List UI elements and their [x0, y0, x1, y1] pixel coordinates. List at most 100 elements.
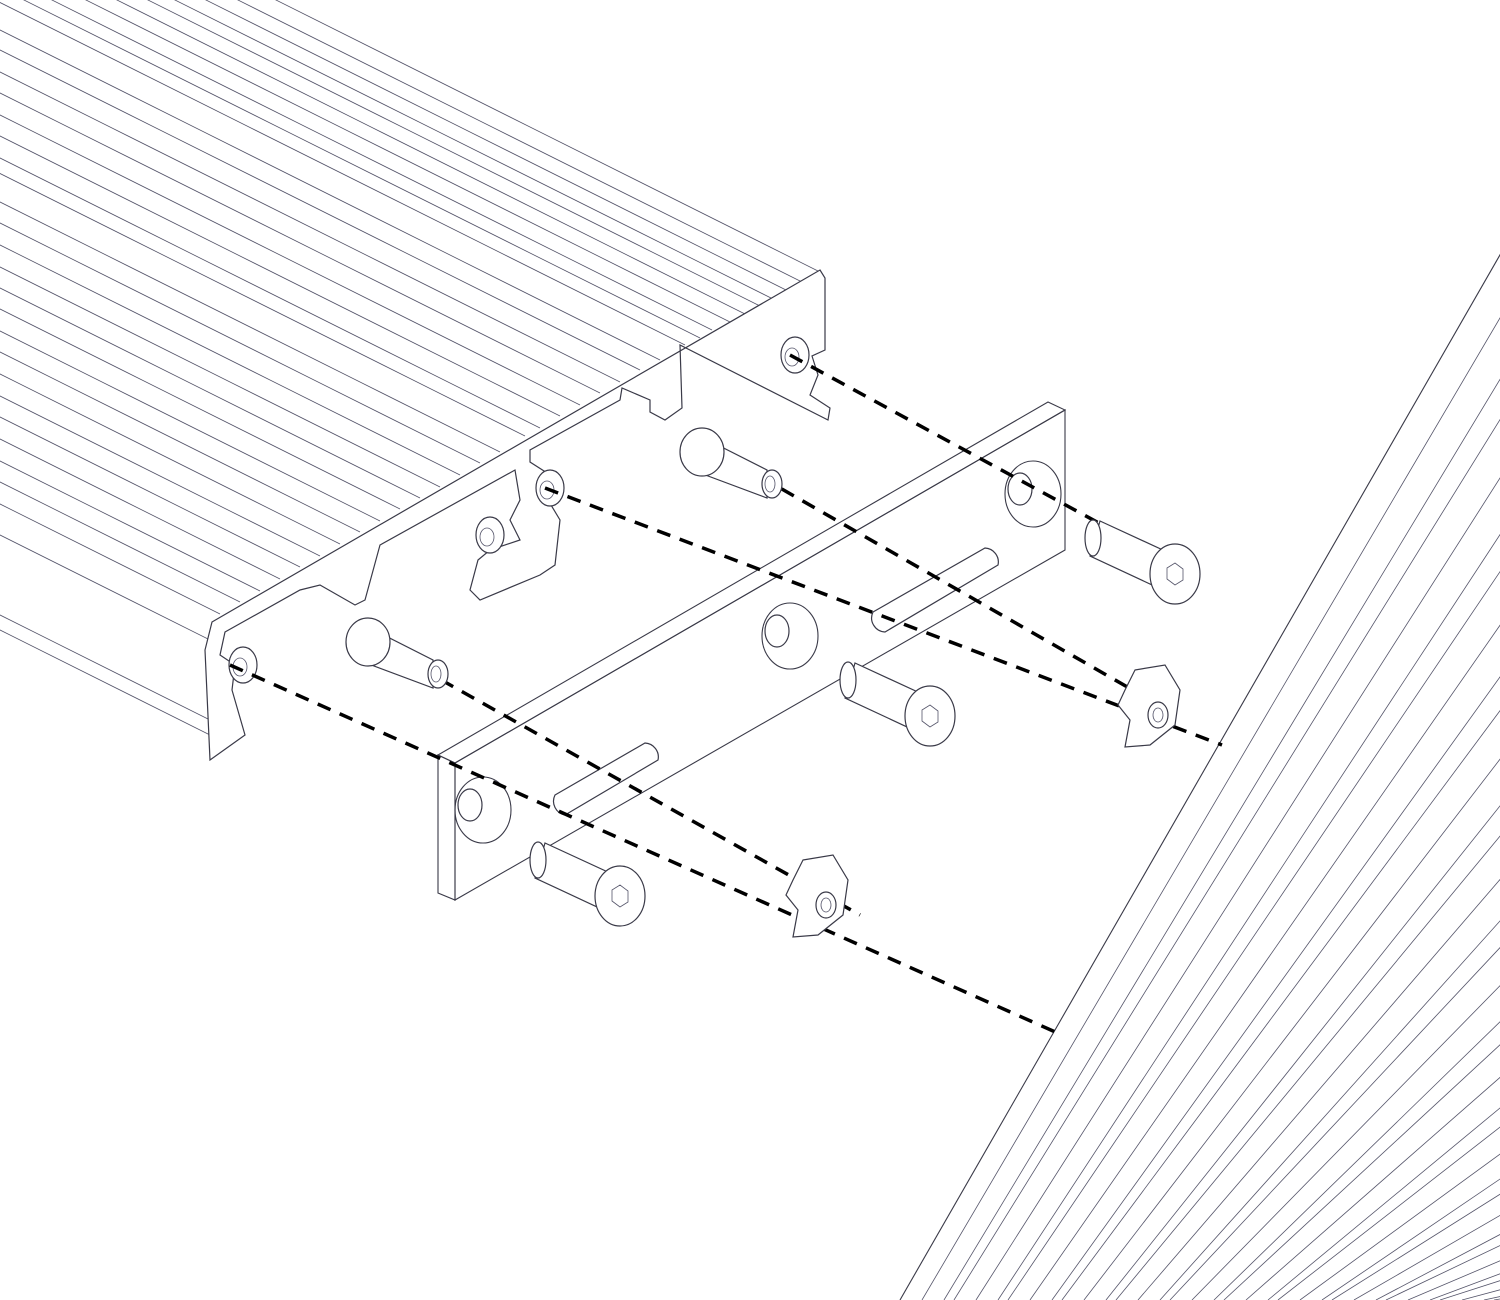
- profile-groove-line: [1461, 1289, 1500, 1300]
- spacer-sleeve: [345, 617, 449, 689]
- profile-groove-line: [1493, 1298, 1500, 1300]
- guide-line: [739, 463, 1151, 702]
- profile-end-face: [204, 269, 831, 762]
- profile-groove-line: [1429, 1273, 1500, 1300]
- profile-groove-line: [1267, 1107, 1500, 1300]
- profile-groove-line: [1051, 676, 1500, 1300]
- spacer-bore: [430, 665, 442, 683]
- nut-body: [1117, 664, 1181, 748]
- screw-tip: [529, 841, 547, 879]
- profile-groove-line: [1007, 570, 1500, 1300]
- screw-head: [904, 685, 956, 747]
- profile-groove-line: [0, 438, 281, 580]
- profile-groove-line: [1223, 1044, 1500, 1300]
- profile-groove-line: [0, 49, 641, 371]
- profile-groove-line: [1169, 947, 1500, 1300]
- profile-groove-line: [1191, 985, 1500, 1300]
- profile-groove-line: [0, 157, 541, 429]
- profile-groove-line: [85, 0, 731, 323]
- profile-groove-line: [1299, 1153, 1500, 1300]
- spacer-sleeve: [679, 427, 783, 499]
- left-decking-profile: [0, 0, 831, 762]
- hex-socket-icon: [1166, 562, 1184, 586]
- profile-screw-channel-inner: [784, 347, 800, 367]
- plate-slot-left: [552, 742, 659, 816]
- profile-groove-line: [0, 135, 561, 417]
- nut-thread-inner: [1152, 707, 1164, 723]
- profile-groove-line: [1321, 1178, 1500, 1300]
- t-slot-nut: [1117, 664, 1181, 748]
- profile-groove-line: [0, 266, 441, 488]
- profile-groove-line: [0, 373, 341, 545]
- countersunk-screw: [1084, 519, 1201, 605]
- profile-groove-line: [0, 173, 526, 437]
- profile-groove-line: [1105, 805, 1500, 1300]
- profile-groove-line: [1115, 835, 1500, 1300]
- profile-groove-line: [0, 29, 661, 361]
- profile-groove-line: [0, 71, 621, 383]
- nut-body: [785, 854, 849, 938]
- spacer-head: [679, 427, 725, 477]
- profile-groove-line: [1159, 920, 1500, 1300]
- profile-groove-line: [205, 0, 791, 293]
- profile-groove-line: [943, 378, 1500, 1300]
- assembly-guide-lines: [229, 353, 1223, 1037]
- profile-groove-line: [0, 308, 401, 510]
- profile-groove-line: [0, 244, 461, 476]
- plate-hole-center: [761, 602, 819, 670]
- profile-side-line: [0, 534, 211, 641]
- profile-groove-line: [147, 0, 761, 307]
- countersunk-screw: [839, 661, 956, 747]
- guide-line: [419, 666, 861, 917]
- profile-groove-line: [0, 416, 301, 568]
- hex-socket-icon: [921, 704, 939, 728]
- nut-thread-hole: [815, 891, 837, 919]
- profile-groove-line: [23, 0, 701, 339]
- profile-groove-line: [0, 222, 481, 464]
- profile-groove-line: [0, 114, 581, 406]
- screw-head: [1149, 543, 1201, 605]
- profile-groove-line: [174, 0, 776, 301]
- spacer-bore: [764, 475, 776, 493]
- spacer-head: [345, 617, 391, 667]
- connector-plate: [436, 401, 1067, 901]
- profile-groove-line: [0, 330, 381, 522]
- t-slot-nut: [785, 854, 849, 938]
- countersunk-screw: [529, 841, 646, 927]
- profile-groove-line: [0, 201, 501, 453]
- plate-side: [437, 754, 456, 901]
- profile-groove-line: [1083, 758, 1500, 1300]
- plate-edge: [436, 401, 1067, 764]
- profile-groove-line: [921, 317, 1500, 1300]
- profile-groove-line: [975, 477, 1500, 1300]
- profile-groove-line: [1483, 1296, 1500, 1300]
- profile-groove-line: [51, 0, 713, 331]
- profile-groove-line: [1245, 1076, 1500, 1300]
- guide-line: [789, 353, 1131, 542]
- profile-groove-line: [1353, 1215, 1500, 1300]
- profile-groove-line: [1439, 1280, 1500, 1300]
- profile-groove-line: [953, 418, 1500, 1300]
- profile-groove-line: [0, 481, 241, 603]
- profile-screw-channel-inner: [479, 527, 495, 547]
- profile-groove-line: [0, 503, 221, 615]
- profile-groove-line: [0, 2, 686, 346]
- nut-thread-inner: [820, 897, 832, 913]
- profile-groove-line: [0, 287, 421, 499]
- screw-head: [594, 865, 646, 927]
- profile-groove-line: [0, 395, 321, 557]
- profile-groove-line: [1061, 709, 1500, 1300]
- profile-groove-line: [1137, 878, 1500, 1300]
- profile-groove-line: [0, 460, 261, 592]
- right-decking-profile: [899, 253, 1500, 1300]
- plate-hole-left: [454, 776, 512, 844]
- guide-line: [544, 486, 1223, 747]
- profile-groove-line: [116, 0, 746, 315]
- profile-groove-line: [1407, 1260, 1500, 1300]
- profile-groove-line: [237, 0, 809, 286]
- profile-groove-line: [0, 92, 601, 394]
- profile-side-line: [0, 629, 231, 746]
- profile-side-line: [0, 614, 211, 721]
- screw-tip: [839, 661, 857, 699]
